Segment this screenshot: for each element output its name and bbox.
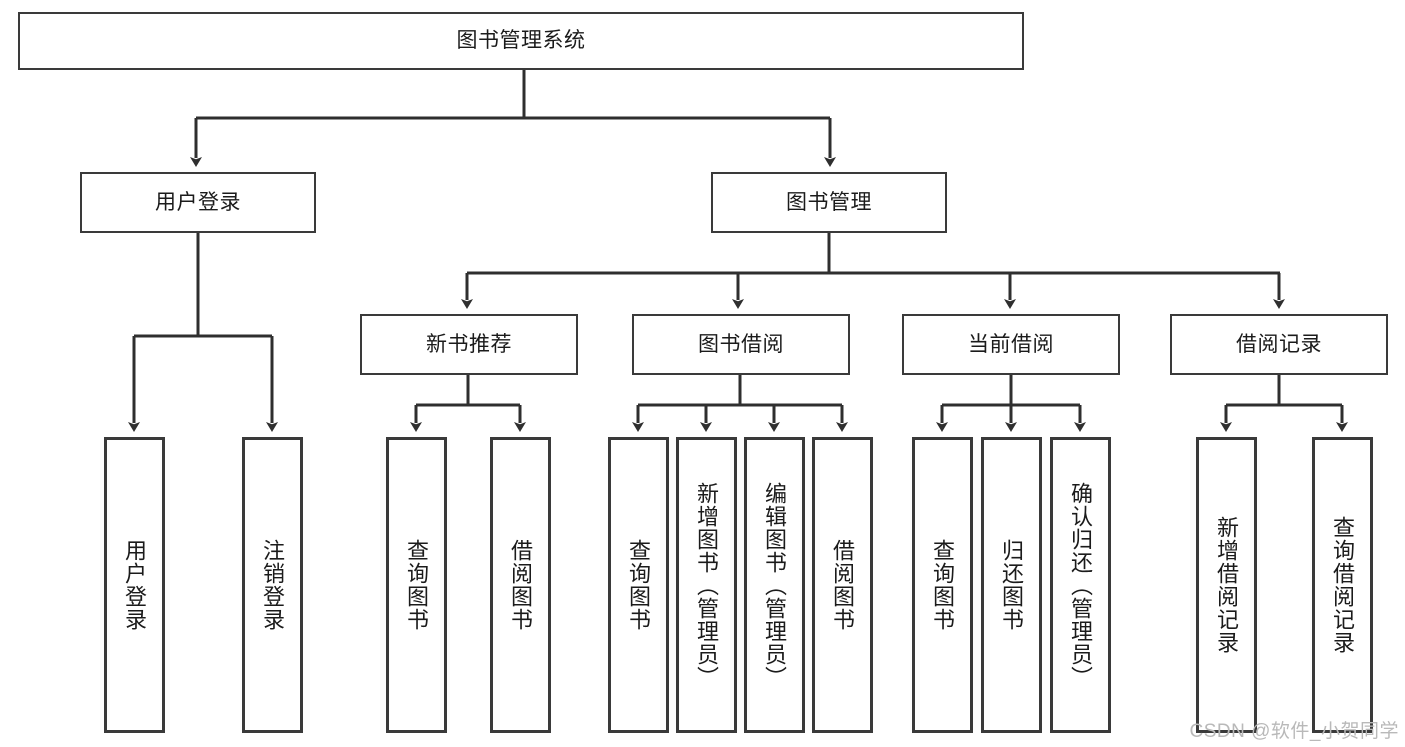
node-user-login-label: 用户登录 xyxy=(155,190,241,214)
node-leaf-user-logout[interactable]: 注销登录 xyxy=(242,437,303,733)
node-leaf-query-book-3-label: 查询图书 xyxy=(930,539,956,631)
node-leaf-confirm-return-label: 确认归还（管理员） xyxy=(1068,481,1094,689)
node-leaf-borrow-book-1-label: 借阅图书 xyxy=(508,539,534,631)
node-user-login[interactable]: 用户登录 xyxy=(80,172,316,233)
node-leaf-query-book-2-label: 查询图书 xyxy=(626,539,652,631)
node-book-borrow-label: 图书借阅 xyxy=(698,332,784,356)
node-book-manage-label: 图书管理 xyxy=(786,190,872,214)
csdn-watermark: CSDN @软件_小贺同学 xyxy=(1189,721,1399,742)
node-leaf-query-book-1[interactable]: 查询图书 xyxy=(386,437,447,733)
node-leaf-add-book-label: 新增图书（管理员） xyxy=(694,481,720,689)
node-leaf-borrow-book-2[interactable]: 借阅图书 xyxy=(812,437,873,733)
node-leaf-edit-book-label: 编辑图书（管理员） xyxy=(762,481,788,689)
node-leaf-query-book-3[interactable]: 查询图书 xyxy=(912,437,973,733)
node-leaf-query-record-label: 查询借阅记录 xyxy=(1330,516,1356,654)
node-leaf-query-book-1-label: 查询图书 xyxy=(404,539,430,631)
node-leaf-return-book[interactable]: 归还图书 xyxy=(981,437,1042,733)
node-book-borrow[interactable]: 图书借阅 xyxy=(632,314,850,375)
node-leaf-query-record[interactable]: 查询借阅记录 xyxy=(1312,437,1373,733)
node-leaf-borrow-book-2-label: 借阅图书 xyxy=(830,539,856,631)
node-current-borrow[interactable]: 当前借阅 xyxy=(902,314,1120,375)
node-leaf-add-book[interactable]: 新增图书（管理员） xyxy=(676,437,737,733)
node-root-system[interactable]: 图书管理系统 xyxy=(18,12,1024,70)
node-leaf-return-book-label: 归还图书 xyxy=(999,539,1025,631)
node-leaf-confirm-return[interactable]: 确认归还（管理员） xyxy=(1050,437,1111,733)
node-new-book-recommend-label: 新书推荐 xyxy=(426,332,512,356)
node-book-manage[interactable]: 图书管理 xyxy=(711,172,947,233)
node-leaf-add-record-label: 新增借阅记录 xyxy=(1214,516,1240,654)
node-new-book-recommend[interactable]: 新书推荐 xyxy=(360,314,578,375)
node-leaf-user-logout-label: 注销登录 xyxy=(260,539,286,631)
node-borrow-record[interactable]: 借阅记录 xyxy=(1170,314,1388,375)
node-root-label: 图书管理系统 xyxy=(456,29,586,53)
node-leaf-borrow-book-1[interactable]: 借阅图书 xyxy=(490,437,551,733)
node-borrow-record-label: 借阅记录 xyxy=(1236,332,1322,356)
node-leaf-add-record[interactable]: 新增借阅记录 xyxy=(1196,437,1257,733)
node-current-borrow-label: 当前借阅 xyxy=(968,332,1054,356)
node-leaf-edit-book[interactable]: 编辑图书（管理员） xyxy=(744,437,805,733)
node-leaf-query-book-2[interactable]: 查询图书 xyxy=(608,437,669,733)
node-leaf-user-login[interactable]: 用户登录 xyxy=(104,437,165,733)
node-leaf-user-login-label: 用户登录 xyxy=(122,539,148,631)
